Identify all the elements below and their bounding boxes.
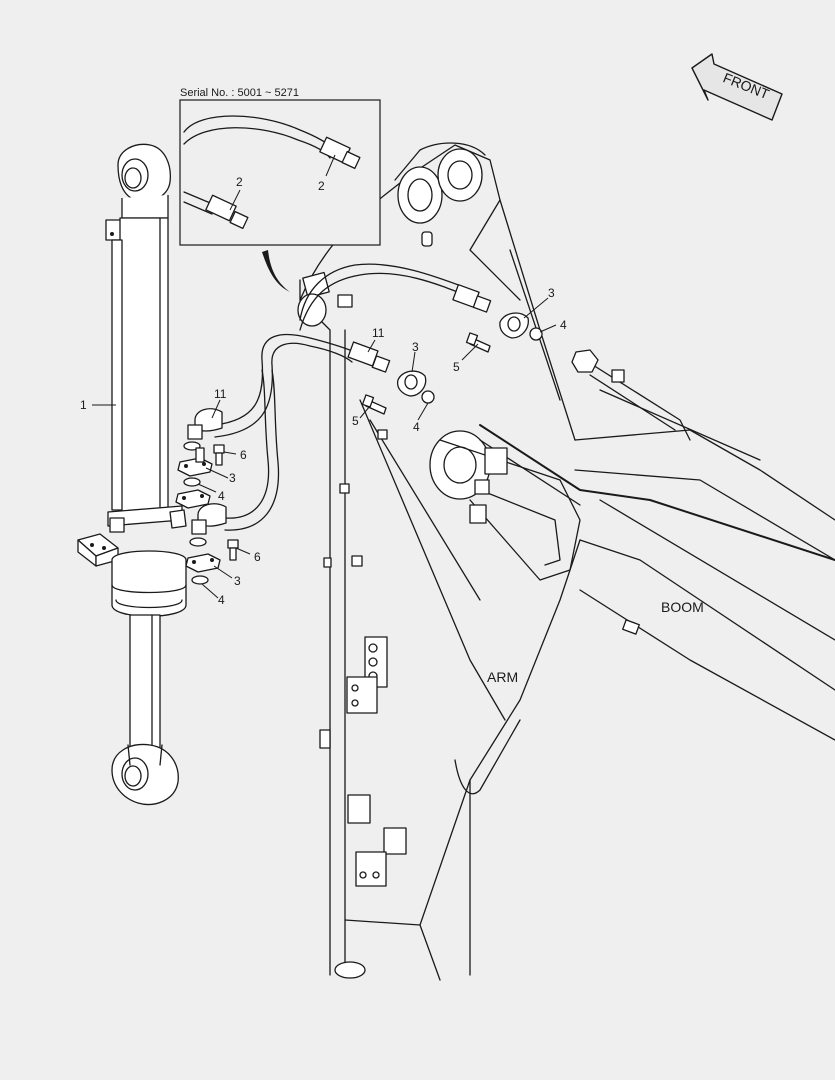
callout-3-upper-arm: 3: [548, 286, 555, 300]
callout-3-lower-arm: 3: [412, 340, 419, 354]
callout-3-upper-cyl: 3: [229, 471, 236, 485]
front-arrow-icon: [691, 53, 783, 121]
callout-5-upper: 5: [453, 360, 460, 374]
serial-inset: [179, 99, 381, 246]
fittings: [175, 312, 543, 585]
callout-6-lower: 6: [254, 550, 261, 564]
callout-2-left: 2: [236, 175, 243, 189]
callouts: 1 2 2 11 11 3 4 5 3 4 5 6 3 4 6 3 4: [80, 175, 567, 607]
callout-4-upper-cyl: 4: [218, 489, 225, 503]
callout-5-lower: 5: [352, 414, 359, 428]
callout-11-upper: 11: [372, 326, 385, 340]
callout-6-upper: 6: [240, 448, 247, 462]
bucket-cylinder: [77, 143, 187, 806]
callout-1: 1: [80, 398, 87, 412]
boom-arm-structure: [262, 142, 835, 981]
serial-label: Serial No. : 5001 ~ 5271: [180, 87, 299, 99]
callout-3-lower-cyl: 3: [234, 574, 241, 588]
callout-2-right: 2: [318, 179, 325, 193]
callout-4-upper-arm: 4: [560, 318, 567, 332]
arm-label: ARM: [487, 669, 518, 685]
leader-lines: [92, 154, 557, 599]
callout-11-lower: 11: [214, 387, 227, 401]
hoses: [187, 263, 492, 535]
callout-4-lower-cyl: 4: [218, 593, 225, 607]
callout-4-lower-arm: 4: [413, 420, 420, 434]
boom-label: BOOM: [661, 599, 704, 615]
